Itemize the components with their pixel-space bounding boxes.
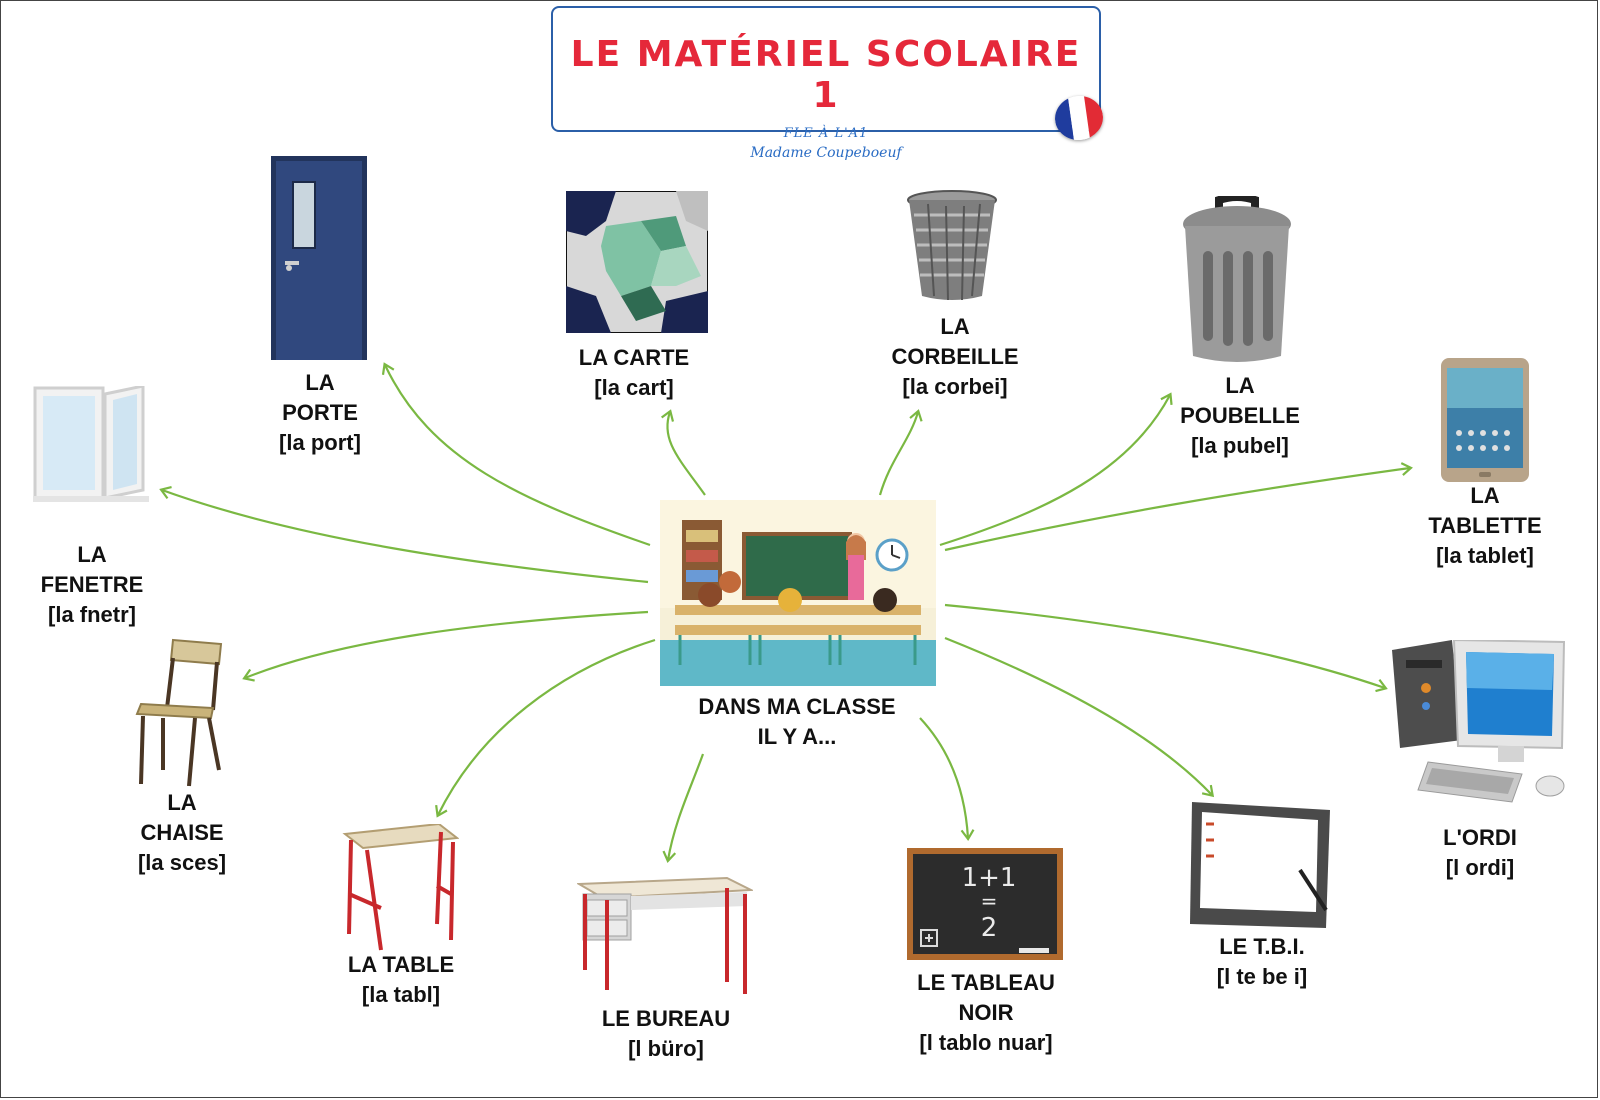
board-text-mid: = xyxy=(981,889,998,913)
classroom-scene-icon xyxy=(660,500,936,686)
door-icon xyxy=(271,156,367,360)
label-tablette: LA TABLETTE [la tablet] xyxy=(1428,483,1542,568)
page-title: LE MATÉRIEL SCOLAIRE 1 xyxy=(570,34,1082,116)
interactive-whiteboard-icon xyxy=(1190,802,1330,928)
arrow-tablette xyxy=(944,462,1413,552)
arrow-fenetre xyxy=(159,486,649,584)
arrow-ordi xyxy=(944,603,1388,693)
arrow-porte xyxy=(381,362,651,547)
label-corbeille: LA CORBEILLE [la corbei] xyxy=(891,314,1019,399)
arrow-corbeille xyxy=(878,409,923,496)
label-carte: LA CARTE [la cart] xyxy=(578,345,690,400)
table-icon xyxy=(342,824,459,951)
arrow-carte xyxy=(661,409,706,496)
computer-icon xyxy=(1392,640,1566,803)
arrow-chaise xyxy=(242,610,649,682)
board-text-top: 1+1 xyxy=(962,863,1017,893)
trash-can-icon xyxy=(1183,196,1291,362)
arrow-tbi xyxy=(944,636,1215,798)
page-subtitle: FLE À L'A1 xyxy=(783,126,869,141)
chair-icon xyxy=(135,638,223,787)
arrow-tableau xyxy=(919,717,975,841)
arrow-poubelle xyxy=(939,392,1173,547)
label-tableau-noir: LE TABLEAU NOIR [l tablo nuar] xyxy=(917,970,1055,1055)
tablet-icon xyxy=(1441,358,1529,482)
wastebasket-icon xyxy=(907,190,997,301)
label-table: LA TABLE [la tabl] xyxy=(347,952,455,1007)
window-icon xyxy=(33,386,149,502)
author-name: Madame Coupeboeuf xyxy=(750,145,902,161)
label-chaise: LA CHAISE [la sces] xyxy=(137,790,227,875)
label-fenetre: LA FENETRE [la fnetr] xyxy=(40,542,144,627)
arrow-bureau xyxy=(662,753,705,863)
title-box: LE MATÉRIEL SCOLAIRE 1 FLE À L'A1 Madame… xyxy=(551,6,1101,161)
label-porte: LA PORTE [la port] xyxy=(279,370,361,455)
map-icon xyxy=(566,191,708,333)
label-bureau: LE BUREAU [l büro] xyxy=(601,1006,731,1061)
label-tbi: LE T.B.I. [l te be i] xyxy=(1216,934,1308,989)
desk-icon xyxy=(577,876,753,994)
arrow-table xyxy=(435,638,656,818)
center-label: DANS MA CLASSE IL Y A... xyxy=(698,694,896,749)
blackboard-icon: 1+1 = 2 xyxy=(907,848,1063,960)
label-poubelle: LA POUBELLE [la pubel] xyxy=(1180,373,1300,458)
label-ordi: L'ORDI [l ordi] xyxy=(1443,825,1517,880)
board-text-bot: 2 xyxy=(981,913,998,943)
